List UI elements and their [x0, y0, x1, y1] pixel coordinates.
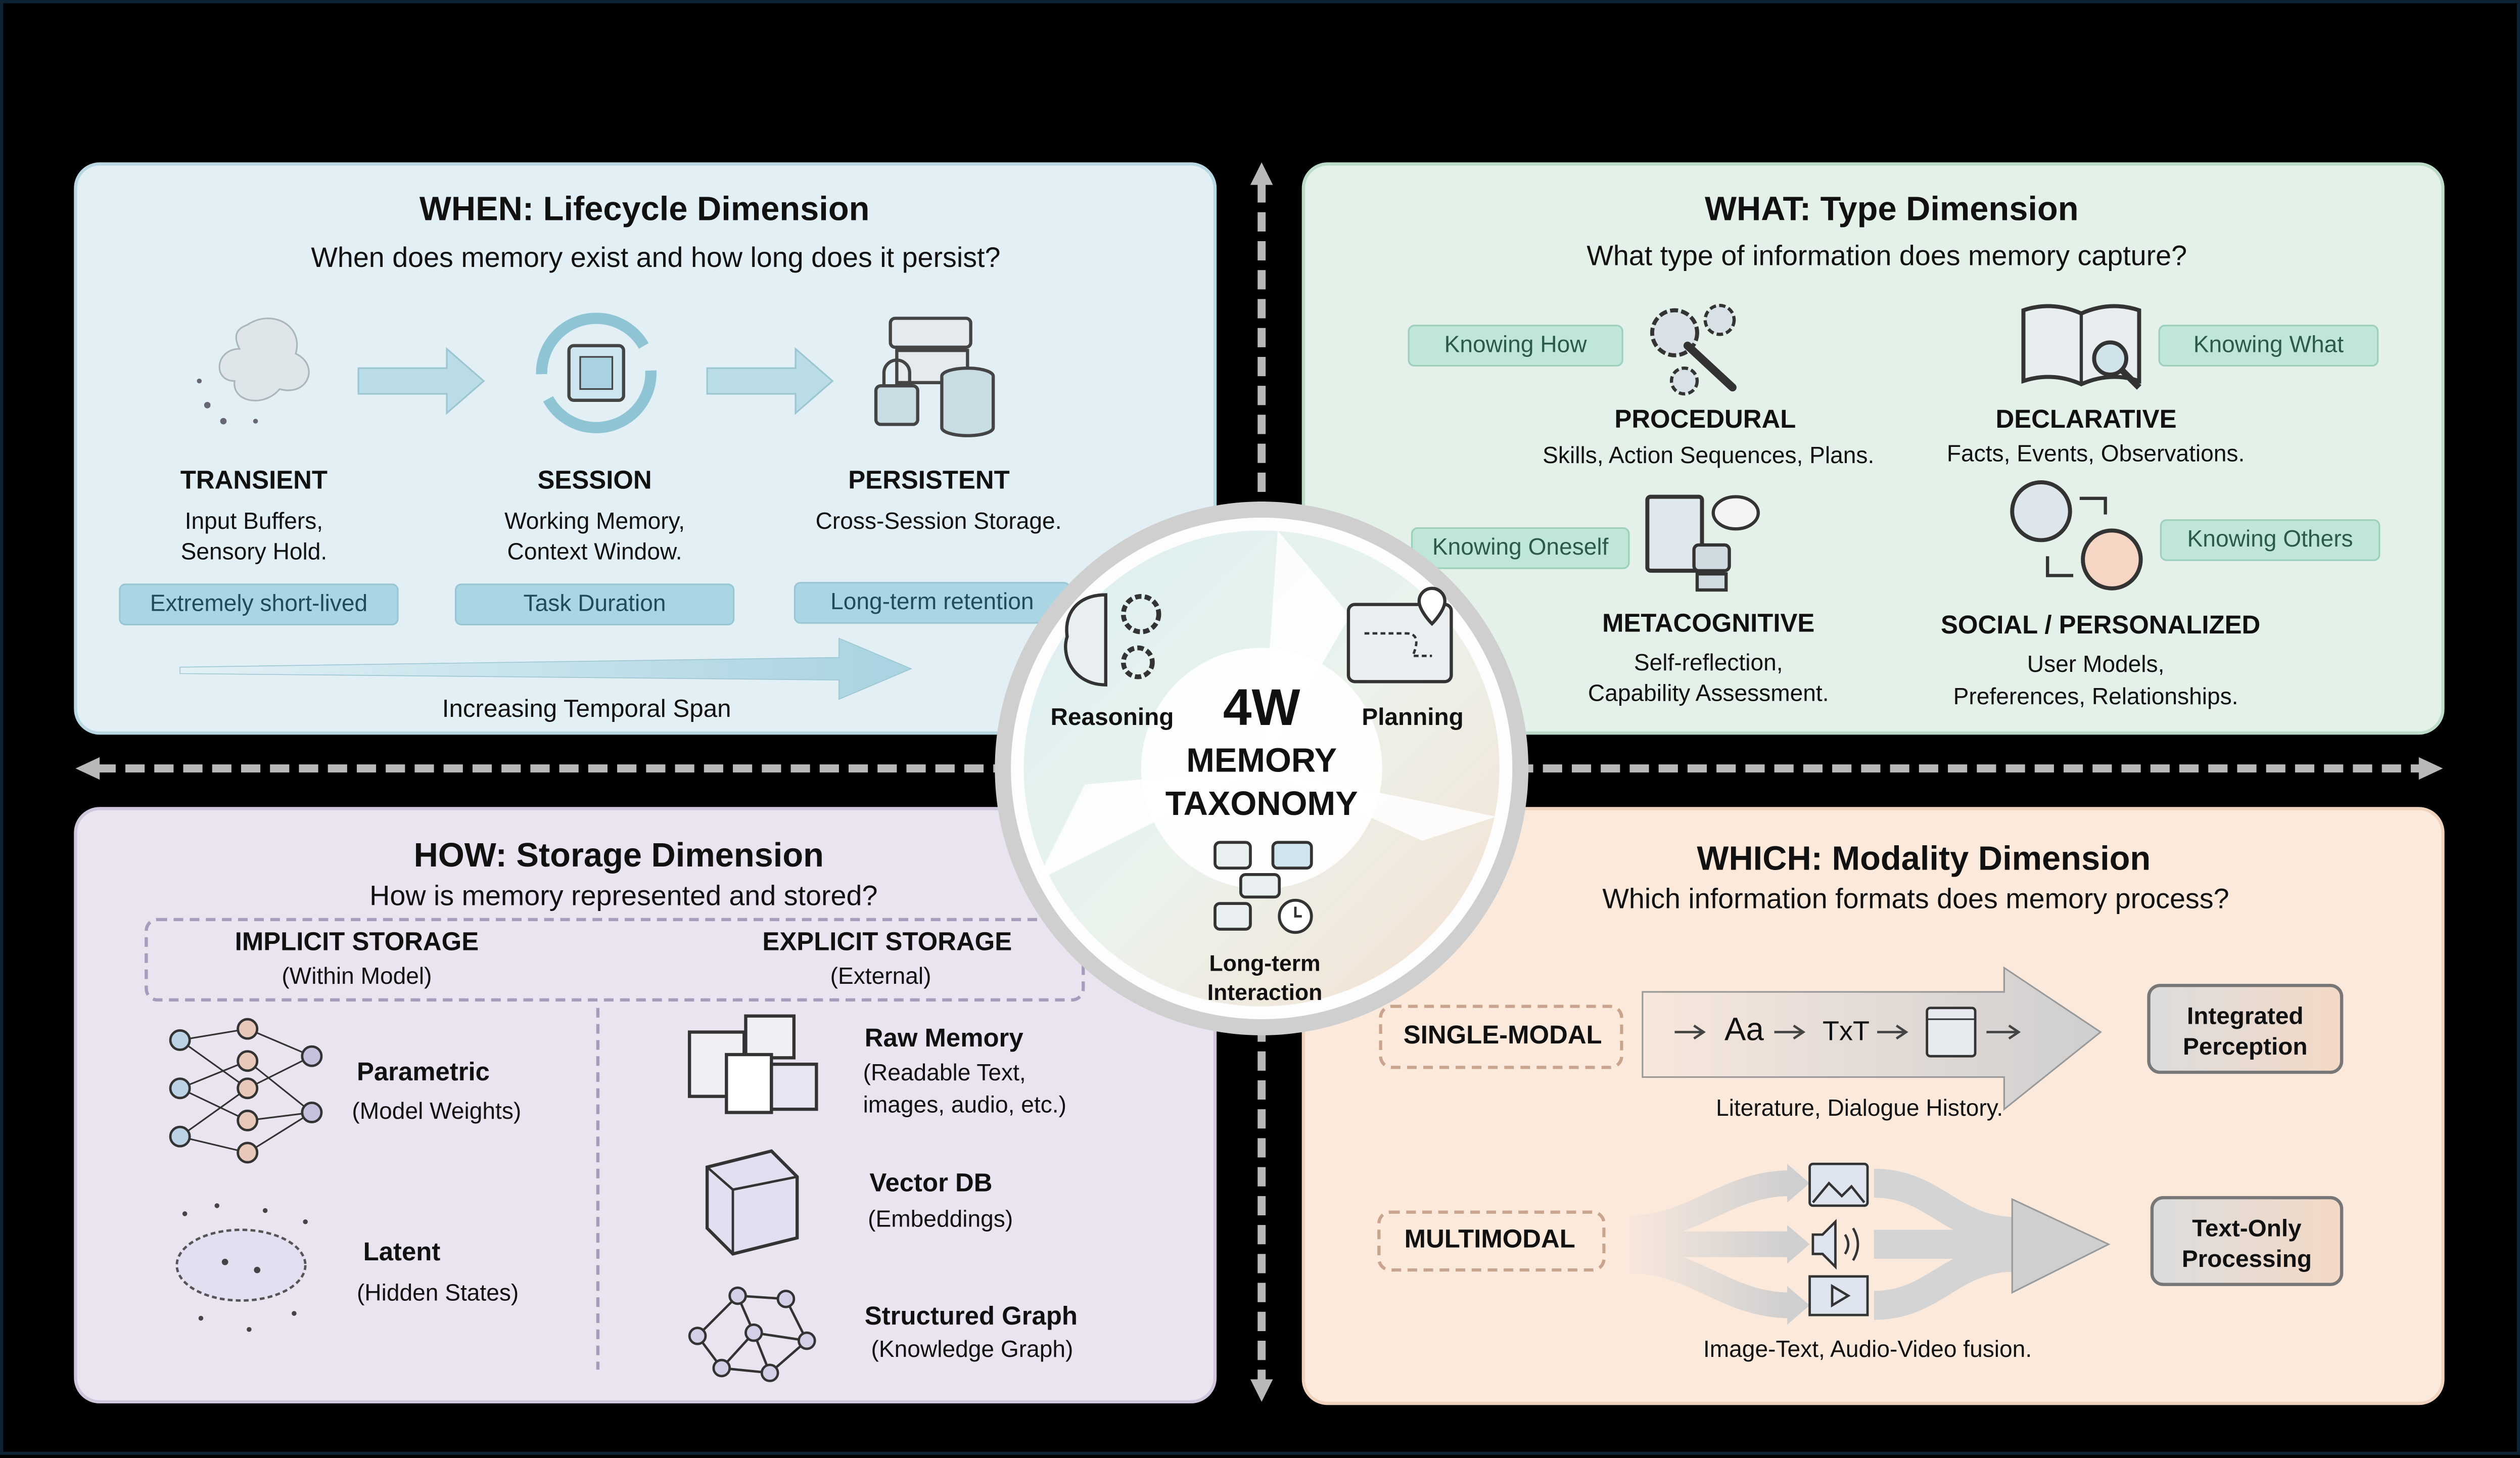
latent-desc: (Hidden States) — [356, 1281, 519, 1307]
multimodal-caption: Image-Text, Audio-Video fusion. — [1703, 1337, 2032, 1363]
temporal-span-arrow — [179, 637, 913, 700]
neural-network-icon — [169, 1018, 323, 1164]
how-panel — [74, 807, 1217, 1404]
how-subtitle: How is memory represented and stored? — [369, 879, 878, 912]
server-lock-icon — [874, 316, 995, 437]
center-title-taxonomy: TAXONOMY — [1165, 786, 1358, 824]
knowing-oneself-tag: Knowing Oneself — [1411, 527, 1630, 569]
metacognitive-desc-2: Capability Assessment. — [1588, 681, 1829, 708]
arrow-right-icon — [357, 347, 485, 415]
interaction-label-2: Interaction — [1207, 979, 1323, 1005]
transient-label: TRANSIENT — [180, 468, 328, 495]
multimodal-label: MULTIMODAL — [1404, 1226, 1575, 1254]
vector-cube-icon — [705, 1149, 799, 1256]
persistent-tag: Long-term retention — [794, 582, 1070, 624]
center-title-4w: 4W — [1223, 678, 1300, 737]
single-modal-arrow — [1642, 966, 2102, 1111]
aa-glyph: Aa — [1724, 1013, 1764, 1049]
integrated-perception-line1: Integrated — [2186, 1003, 2304, 1031]
cpu-cycle-icon — [536, 312, 657, 433]
session-desc-1: Working Memory, — [504, 510, 685, 535]
when-subtitle: When does memory exist and how long does… — [311, 241, 1001, 274]
what-subtitle: What type of information does memory cap… — [1586, 239, 2187, 272]
book-magnifier-icon — [2021, 304, 2141, 390]
transient-desc-2: Sensory Hold. — [180, 540, 328, 566]
chat-clock-icon — [1214, 841, 1313, 934]
explicit-storage-label: EXPLICIT STORAGE — [762, 929, 1012, 957]
session-tag: Task Duration — [454, 583, 735, 625]
integrated-perception-line2: Perception — [2183, 1033, 2308, 1061]
integrated-perception-box: Integrated Perception — [2147, 984, 2344, 1074]
vector-db-desc: (Embeddings) — [868, 1207, 1013, 1233]
documents-media-icon — [687, 1014, 818, 1114]
implicit-storage-sub: (Within Model) — [282, 964, 432, 990]
transient-desc-1: Input Buffers, — [184, 510, 323, 535]
multimodal-box — [1377, 1210, 1606, 1272]
users-exchange-icon — [2010, 480, 2143, 590]
interaction-label-1: Long-term — [1209, 950, 1321, 976]
reasoning-label: Reasoning — [1050, 704, 1174, 732]
multimodal-fusion-arrows — [1629, 1162, 2111, 1325]
arrow-right-icon — [706, 347, 834, 415]
declarative-label: DECLARATIVE — [1995, 406, 2177, 434]
route-map-icon — [1346, 586, 1453, 684]
which-title: WHICH: Modality Dimension — [1697, 841, 2151, 878]
knowing-what-tag: Knowing What — [2158, 325, 2379, 367]
cloud-icon — [197, 317, 310, 425]
raw-memory-label: Raw Memory — [864, 1025, 1023, 1053]
session-label: SESSION — [537, 468, 652, 495]
explicit-storage-sub: (External) — [830, 964, 931, 990]
single-modal-label: SINGLE-MODAL — [1403, 1022, 1602, 1050]
latent-label: Latent — [363, 1239, 441, 1267]
knowing-how-tag: Knowing How — [1408, 325, 1623, 367]
social-label: SOCIAL / PERSONALIZED — [1940, 612, 2261, 640]
parametric-desc: (Model Weights) — [352, 1100, 522, 1125]
structured-graph-label: Structured Graph — [864, 1303, 1078, 1331]
raw-memory-desc-1: (Readable Text, — [863, 1061, 1026, 1087]
which-subtitle: Which information formats does memory pr… — [1602, 882, 2229, 915]
declarative-desc: Facts, Events, Observations. — [1946, 442, 2245, 468]
knowing-others-tag: Knowing Others — [2160, 519, 2381, 561]
planning-label: Planning — [1362, 704, 1464, 732]
structured-graph-desc: (Knowledge Graph) — [871, 1337, 1074, 1363]
when-panel — [74, 162, 1217, 735]
vector-db-label: Vector DB — [869, 1170, 993, 1198]
txt-glyph: TxT — [1823, 1016, 1870, 1047]
session-desc-2: Context Window. — [507, 540, 682, 566]
persistent-label: PERSISTENT — [848, 468, 1010, 495]
social-desc-2: Preferences, Relationships. — [1953, 685, 2238, 711]
raw-memory-desc-2: images, audio, etc.) — [863, 1093, 1067, 1119]
what-title: WHAT: Type Dimension — [1704, 191, 2079, 229]
transient-tag: Extremely short-lived — [119, 583, 399, 625]
persistent-desc-1: Cross-Session Storage. — [815, 510, 1062, 535]
single-modal-caption: Literature, Dialogue History. — [1716, 1096, 2003, 1122]
social-desc-1: User Models, — [2027, 653, 2165, 678]
divider — [596, 1008, 600, 1370]
knowledge-graph-icon — [688, 1286, 816, 1382]
which-panel — [1301, 807, 2445, 1405]
metacognitive-desc-1: Self-reflection, — [1634, 651, 1783, 677]
when-title: WHEN: Lifecycle Dimension — [419, 191, 870, 229]
robot-mirror-icon — [1645, 494, 1760, 592]
latent-cloud-icon — [175, 1203, 308, 1332]
gears-wrench-icon — [1650, 304, 1737, 396]
brain-gears-icon — [1064, 593, 1161, 687]
text-only-line1: Text-Only — [2192, 1215, 2302, 1243]
how-title: HOW: Storage Dimension — [413, 837, 824, 875]
temporal-span-label: Increasing Temporal Span — [442, 696, 731, 723]
metacognitive-label: METACOGNITIVE — [1602, 611, 1815, 639]
parametric-label: Parametric — [356, 1059, 490, 1087]
text-only-line2: Processing — [2181, 1246, 2312, 1273]
procedural-desc: Skills, Action Sequences, Plans. — [1543, 443, 1875, 470]
procedural-label: PROCEDURAL — [1614, 406, 1796, 434]
implicit-storage-label: IMPLICIT STORAGE — [235, 929, 479, 957]
single-modal-box — [1379, 1005, 1623, 1069]
center-title-memory: MEMORY — [1186, 743, 1337, 780]
text-only-processing-box: Text-Only Processing — [2150, 1196, 2344, 1286]
